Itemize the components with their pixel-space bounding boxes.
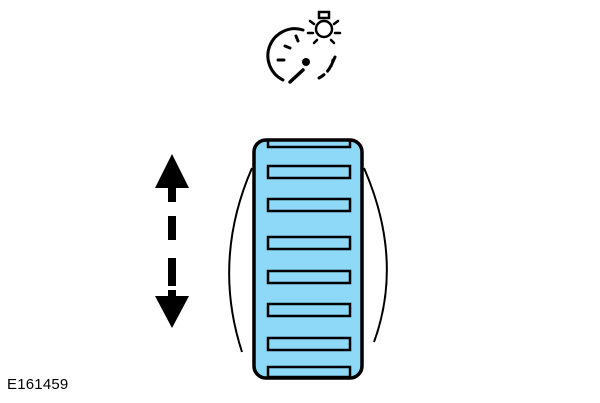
thumbwheel-icon	[228, 138, 388, 380]
up-down-arrow-icon	[155, 154, 189, 328]
figure-reference-code: E161459	[7, 376, 69, 393]
speedometer-illumination-icon	[266, 10, 342, 84]
